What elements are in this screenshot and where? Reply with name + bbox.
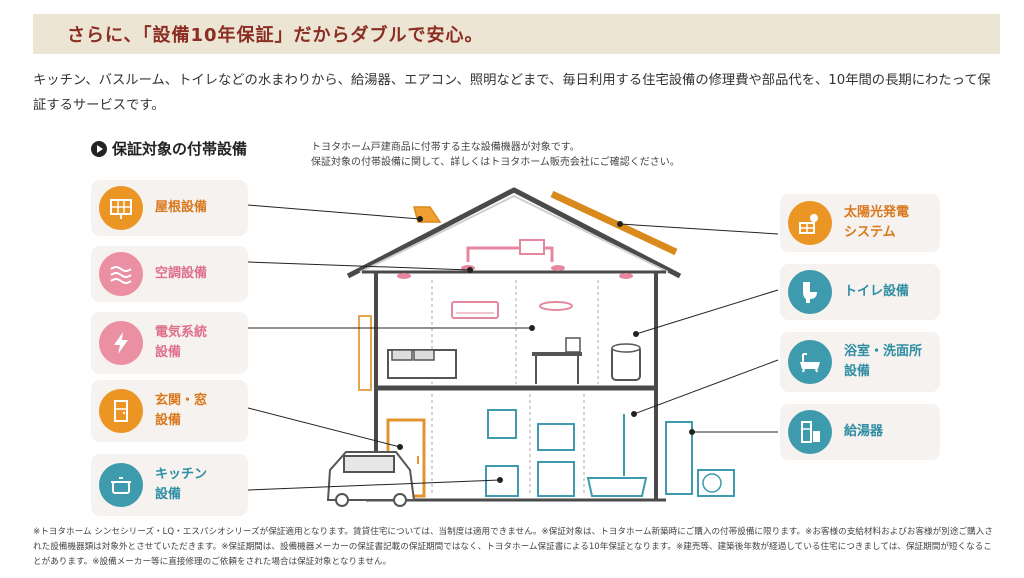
electric-meter	[358, 315, 372, 391]
bathtub-icon	[788, 340, 832, 384]
card-label: 給湯器	[844, 424, 884, 439]
footnote: ※トヨタホーム シンセシリーズ・LQ・エスパシオシリーズが保証適用となります。賃…	[33, 527, 993, 567]
card-toilet: トイレ設備	[780, 264, 940, 320]
card-kitchen: キッチン 設備	[91, 454, 248, 516]
kitchen-hood	[487, 409, 517, 439]
card-roof-equipment: 屋根設備	[91, 180, 248, 236]
card-entrance-window: 玄関・窓 設備	[91, 380, 248, 442]
roof-inner	[359, 194, 669, 273]
section-note-line-2: 保証対象の付帯設備に関して、詳しくはトヨタホーム販売会社にご確認ください。	[311, 157, 680, 168]
desk	[532, 352, 582, 356]
card-bath-washroom: 浴室・洗面所 設備	[780, 332, 940, 392]
callout-lines	[247, 204, 779, 491]
section-note: トヨタホーム戸建商品に付帯する主な設備機器が対象です。 保証対象の付帯設備に関し…	[311, 140, 680, 170]
ac-duct	[466, 246, 554, 262]
ac-wall-unit	[451, 301, 499, 319]
card-water-heater: 給湯器	[780, 404, 940, 460]
banner-title: さらに、「設備10年保証」だからダブルで安心。	[67, 25, 484, 46]
toilet-icon	[788, 270, 832, 314]
air-wave-icon	[99, 252, 143, 296]
section-heading: 保証対象の付帯設備	[91, 138, 247, 159]
card-label: 浴室・洗面所 設備	[844, 344, 923, 379]
card-label: 玄関・窓 設備	[155, 393, 208, 428]
roof-panel-icon	[99, 186, 143, 230]
lightning-icon	[99, 321, 143, 365]
solar-panel-right	[550, 190, 678, 256]
wash-basin	[537, 461, 575, 497]
card-label: 電気系統 設備	[155, 325, 208, 360]
card-label: 太陽光発電 システム	[844, 205, 910, 240]
header-banner: さらに、「設備10年保証」だからダブルで安心。	[33, 14, 1000, 54]
intro-text: キッチン、バスルーム、トイレなどの水まわりから、給湯器、エアコン、照明などまで、…	[33, 73, 991, 113]
section-title: 保証対象の付帯設備	[112, 140, 248, 158]
water-heater	[665, 421, 693, 495]
section-note-line-1: トヨタホーム戸建商品に付帯する主な設備機器が対象です。	[311, 142, 580, 153]
play-icon	[91, 140, 107, 157]
card-solar-system: 太陽光発電 システム	[780, 194, 940, 252]
card-label: キッチン 設備	[155, 467, 208, 502]
card-label: トイレ設備	[844, 284, 910, 299]
bathtub	[586, 477, 648, 497]
card-electrical: 電気系統 設備	[91, 312, 248, 374]
card-label: 空調設備	[155, 266, 208, 281]
card-label: 屋根設備	[155, 200, 208, 215]
card-air-conditioning: 空調設備	[91, 246, 248, 302]
wash-mirror	[537, 423, 575, 451]
ceiling-lamp	[539, 301, 573, 311]
ac-unit-attic	[519, 239, 545, 255]
car	[326, 451, 416, 507]
solar-sun-icon	[788, 201, 832, 245]
water-heater-icon	[788, 410, 832, 454]
door-window-icon	[99, 389, 143, 433]
pot-icon	[99, 463, 143, 507]
roof-outline	[346, 187, 682, 279]
